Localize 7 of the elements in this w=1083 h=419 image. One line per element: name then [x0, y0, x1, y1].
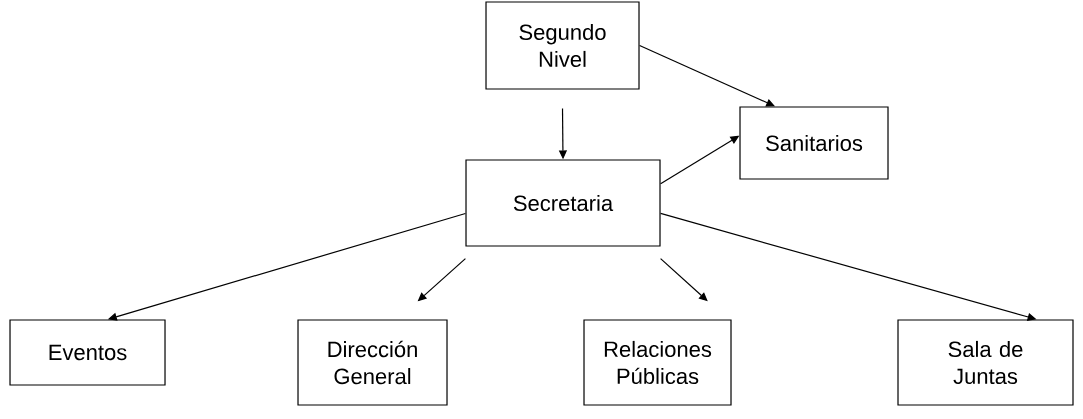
box: Relaciones Públicas [583, 319, 732, 406]
box: Secretaria [465, 159, 661, 247]
box: Sala de Juntas [897, 319, 1074, 406]
box: Eventos [9, 319, 166, 386]
box: Segundo Nivel [485, 1, 640, 90]
box: Sanitarios [739, 106, 889, 180]
box: Dirección General [297, 319, 448, 406]
